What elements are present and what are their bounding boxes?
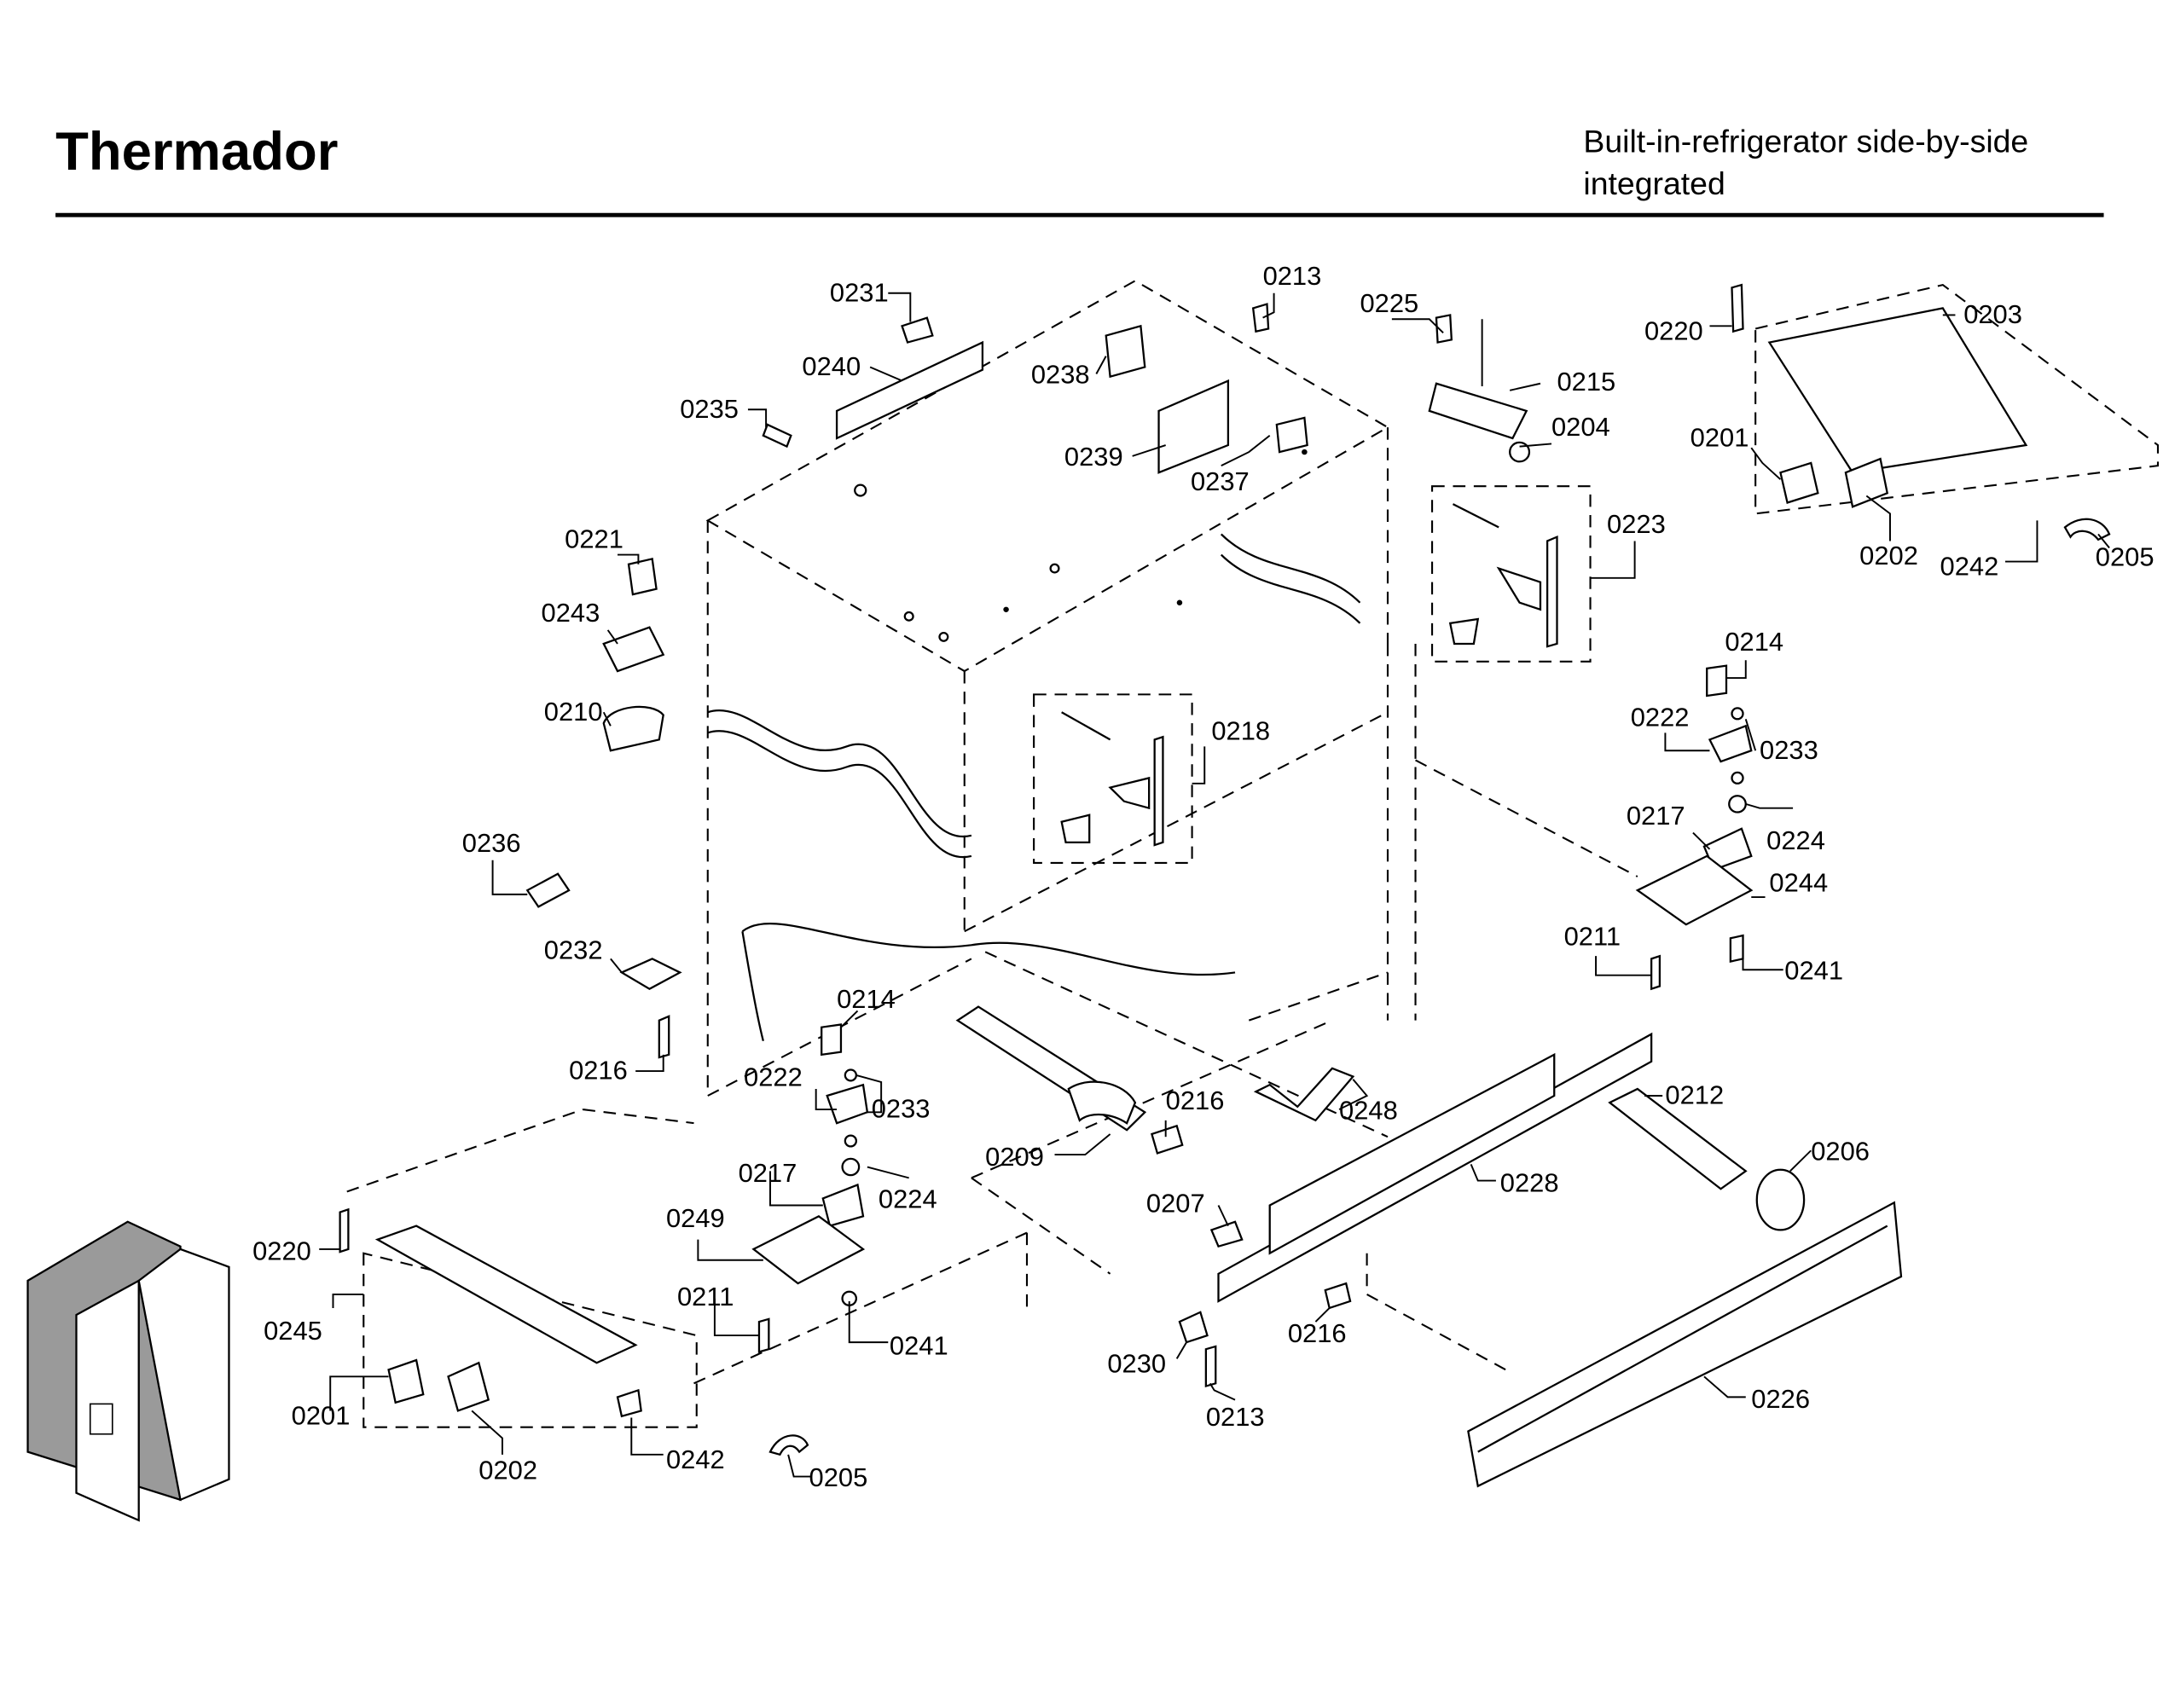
part-label: 0202: [1859, 541, 1918, 570]
hinge-cover-parts: [762, 303, 1531, 474]
part-label: 0233: [872, 1094, 931, 1124]
part-label: 0224: [1766, 825, 1825, 855]
middle-hinge-stack: [751, 1023, 869, 1353]
part-label: 0241: [890, 1331, 948, 1361]
part-label: 0239: [1064, 442, 1123, 472]
part-label: 0214: [1725, 627, 1783, 657]
part-label: 0201: [1691, 423, 1749, 453]
part-label: 0224: [879, 1184, 937, 1214]
filter-cartridge: [1608, 1087, 1806, 1231]
diagram-subtitle-line2: integrated: [1583, 165, 1725, 201]
part-label: 0214: [837, 984, 896, 1014]
part-label: 0249: [666, 1203, 725, 1233]
lower-left-hinge-assembly: [339, 1207, 809, 1456]
part-label: 0226: [1751, 1384, 1810, 1414]
part-label: 0205: [2096, 542, 2155, 572]
toe-kick-grille: [1217, 1032, 1653, 1371]
left-small-parts: [525, 557, 682, 1059]
part-label: 0206: [1811, 1137, 1870, 1167]
cabinet-wireframe: [346, 280, 1638, 1385]
part-label: 0216: [1288, 1318, 1347, 1348]
part-label: 0220: [1644, 316, 1703, 346]
lower-small-parts: [1178, 1220, 1352, 1388]
part-label: 0205: [809, 1462, 868, 1492]
part-label: 0242: [1940, 552, 1999, 582]
part-label: 0238: [1031, 360, 1090, 390]
part-label: 0202: [478, 1456, 537, 1485]
part-number-labels: 0231 0240 0235 0238 0239 0237 0213 0225 …: [252, 261, 2154, 1491]
center-hinge-parts: [955, 1005, 1355, 1155]
part-label: 0223: [1607, 509, 1666, 539]
part-label: 0203: [1963, 299, 2022, 329]
part-label: 0240: [802, 351, 861, 381]
part-label: 0211: [677, 1282, 734, 1311]
part-label: 0222: [744, 1062, 803, 1092]
part-label: 0216: [569, 1056, 628, 1086]
part-label: 0201: [292, 1401, 351, 1431]
part-label: 0244: [1769, 868, 1828, 898]
part-label: 0236: [462, 828, 521, 858]
upper-right-hinge-assembly: [1731, 283, 2160, 541]
part-label: 0211: [1564, 921, 1621, 951]
part-label: 0237: [1191, 466, 1250, 496]
diagram-subtitle-line1: Built-in-refrigerator side-by-side: [1583, 124, 2028, 159]
part-label: 0243: [542, 598, 600, 628]
part-label: 0221: [565, 524, 623, 554]
brand-title: Thermador: [55, 123, 338, 182]
part-label: 0245: [264, 1316, 322, 1346]
part-label: 0232: [544, 935, 603, 965]
refrigerator-icon: [26, 1220, 230, 1522]
part-label: 0210: [544, 697, 603, 727]
part-label: 0222: [1631, 702, 1690, 732]
door-closer-box-upper: [1431, 485, 1592, 663]
part-label: 0218: [1211, 716, 1270, 746]
right-hinge-stack: [1635, 664, 1754, 991]
part-label: 0217: [1627, 801, 1685, 831]
part-label: 0215: [1557, 367, 1615, 397]
part-label: 0212: [1665, 1080, 1724, 1110]
part-label: 0216: [1166, 1086, 1225, 1115]
part-label: 0217: [739, 1158, 797, 1188]
part-label: 0231: [830, 278, 889, 308]
part-label: 0209: [985, 1142, 1044, 1172]
part-label: 0228: [1500, 1168, 1559, 1198]
part-label: 0233: [1760, 735, 1818, 765]
part-label: 0213: [1263, 261, 1322, 291]
part-label: 0248: [1339, 1095, 1398, 1125]
bottom-trim: [1467, 1201, 1903, 1488]
part-label: 0225: [1360, 288, 1418, 318]
part-label: 0204: [1551, 412, 1610, 442]
part-label: 0207: [1146, 1189, 1205, 1219]
part-label: 0220: [252, 1236, 311, 1266]
part-label: 0213: [1206, 1402, 1265, 1432]
part-label: 0241: [1784, 956, 1843, 986]
part-label: 0242: [666, 1445, 725, 1474]
part-label: 0230: [1107, 1349, 1166, 1379]
leader-lines: [319, 292, 2110, 1478]
part-label: 0235: [680, 394, 739, 424]
door-closer-box-lower: [1033, 693, 1193, 864]
